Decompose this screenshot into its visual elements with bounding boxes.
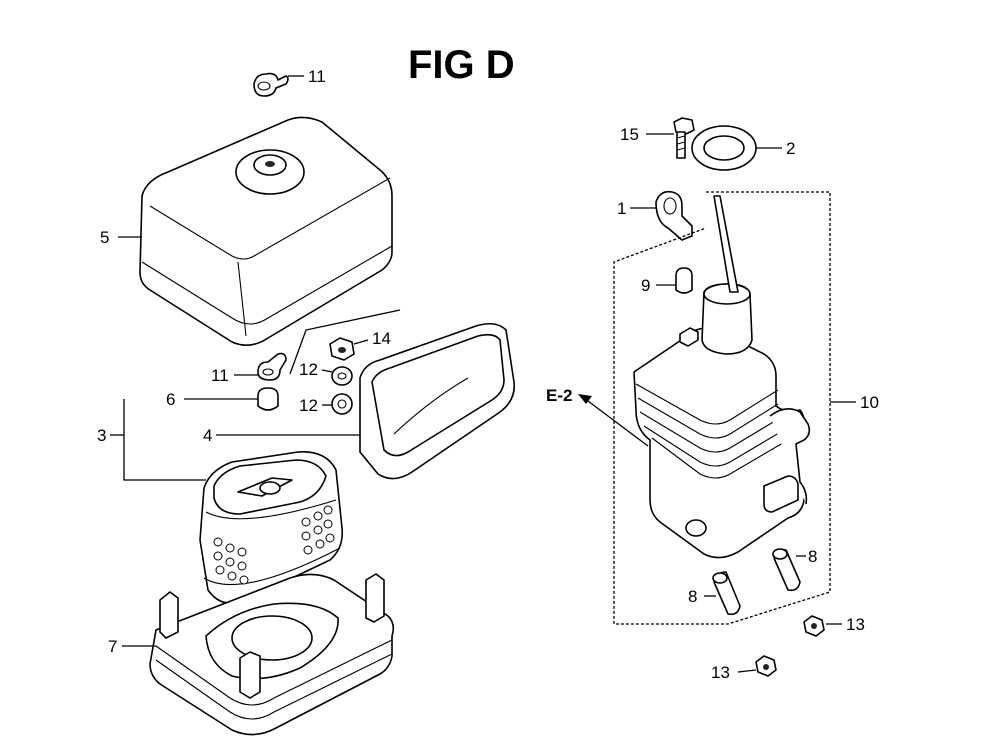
callout-5: 5 [100,228,109,247]
grommet-6 [257,387,279,411]
bolt-15 [673,117,695,159]
air-cleaner-cover [139,116,393,346]
callout-9: 9 [641,276,650,295]
callout-8-right: 8 [808,547,817,566]
figure-title: FIG D [408,43,515,87]
e2-arrowhead [578,394,592,404]
e2-leader [583,397,649,447]
plug-9 [675,267,693,294]
washer-12-lower [331,393,353,415]
callout-4: 4 [203,426,212,445]
callout-11-top: 11 [308,67,326,86]
callout-11-middle: 11 [211,366,229,385]
callout-e2: E-2 [546,386,572,405]
foam-prefilter [359,322,516,480]
leader-3-bracket [123,399,206,481]
nut-14 [329,337,355,361]
callout-3: 3 [97,426,106,445]
paper-filter-element [199,451,344,605]
leader-14 [353,339,369,345]
callout-7: 7 [108,637,117,656]
callout-12-upper: 12 [299,360,318,379]
leader-13-lower [737,669,757,673]
callout-15: 15 [620,125,639,144]
callout-1: 1 [617,199,626,218]
air-cleaner-base [149,573,395,736]
gasket-ring-2 [691,125,757,171]
callout-12-lower: 12 [299,396,318,415]
washer-12-upper [331,366,353,386]
leader-12-upper [321,369,333,373]
callout-13-lower: 13 [711,663,730,682]
callout-14: 14 [372,329,391,348]
callout-10: 10 [860,393,879,412]
wing-nut-middle [257,352,287,381]
callout-8-lower: 8 [688,587,697,606]
breather-valve-1 [655,190,693,241]
nut-13-right [803,615,825,637]
callout-6: 6 [166,390,175,409]
callout-2: 2 [786,139,795,158]
air-cleaner-elbow-10 [633,195,811,559]
filter-perforations [213,505,335,585]
tube-8-lower [712,571,741,616]
wing-nut-top [253,72,289,97]
part-10-frame [613,191,831,625]
nut-13-lower [755,655,777,677]
tube-8-right [772,548,801,592]
callout-13-right: 13 [846,615,865,634]
assembly-boundary-line [289,309,401,375]
